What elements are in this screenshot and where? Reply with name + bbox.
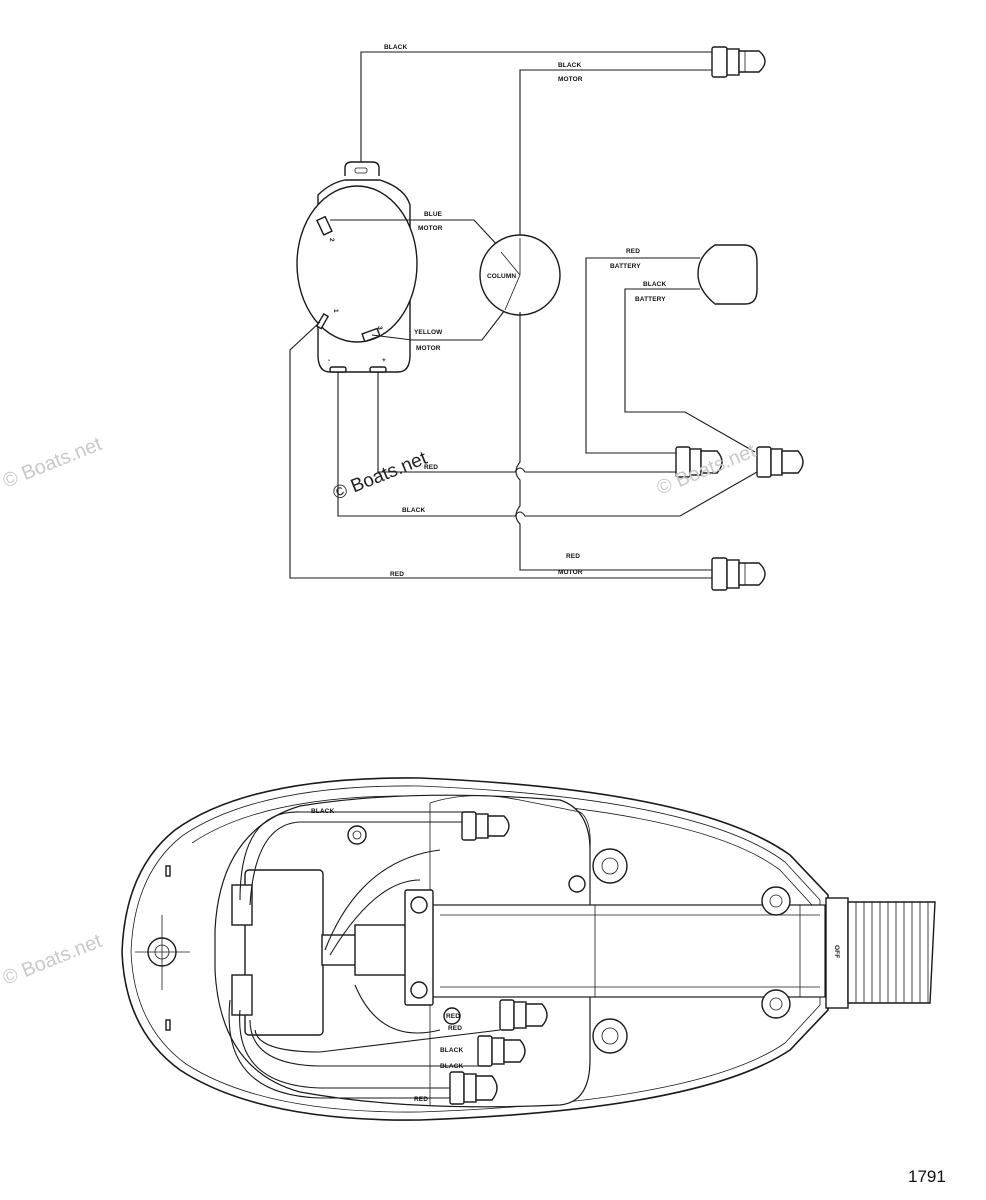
direction-switch: 2 1 3 - + [296,161,418,373]
assembly-connector-3 [449,1071,498,1105]
terminal-plus-label: + [382,357,386,364]
mount-boss-bottom [592,1018,628,1054]
watermark-left-bottom: © Boats.net [0,930,105,990]
terminal-1-label: 1 [332,309,339,313]
terminal-2-label: 2 [328,238,335,242]
motor-red-label: RED [566,553,580,560]
black-motor-wire-sub: MOTOR [558,76,583,83]
bottom-red-label: RED [390,571,404,578]
blue-wire-label: BLUE [424,211,443,218]
yellow-wire-sub: MOTOR [416,345,441,352]
black-wire-label: BLACK [384,44,407,51]
mount-boss-shaft-top [761,886,791,916]
column-junction: COLUMN [479,234,561,316]
terminal-minus-label: - [328,357,330,364]
off-label: OFF [833,945,840,958]
terminal-strip [404,889,434,1006]
watermark-main: © Boats.net [330,448,431,505]
motor-connector-bottom [711,557,766,591]
blue-wire-sub: MOTOR [418,225,443,232]
mount-boss-center [347,825,367,845]
yellow-wire-label: YELLOW [414,329,443,336]
assembly-switch [231,869,408,1036]
switch-red-label: RED [424,464,438,471]
mount-boss-top [592,848,628,884]
twist-grip [847,901,936,1004]
control-head-assembly: OFF [121,777,936,1121]
battery-connector-right [756,446,804,478]
watermark-left-top: © Boats.net [0,433,105,493]
mount-boss-left [135,915,190,990]
battery-red-sub: BATTERY [610,263,641,270]
motor-connector-top [711,46,766,78]
assembly-connector-1 [499,999,548,1031]
assembly-red-label-2: RED [448,1025,462,1032]
figure-number: 1791 [908,1167,946,1186]
assembly-red-label-bottom: RED [414,1096,428,1103]
watermark-right-top: © Boats.net [654,440,760,500]
battery-connector-left [675,446,723,478]
assembly-red-label-1: RED [446,1013,460,1020]
battery-black-sub: BATTERY [635,296,666,303]
switch-black-label: BLACK [402,507,425,514]
terminal-3-label: 3 [376,326,383,330]
mount-boss-shaft-bottom [761,989,791,1019]
assembly-connector-2 [477,1035,526,1067]
column-label: COLUMN [487,273,516,280]
assembly-black-label-top: BLACK [311,808,334,815]
assembly-connector-top [461,811,510,841]
battery [697,244,758,305]
schematic-diagram: BLACK BLACK MOTOR 2 1 3 - [289,44,804,591]
battery-red-label: RED [626,248,640,255]
motor-red-sub: MOTOR [558,569,583,576]
battery-black-label: BLACK [643,281,666,288]
assembly-black-label-3: BLACK [440,1063,463,1070]
black-motor-wire-label: BLACK [558,62,581,69]
assembly-black-label-2: BLACK [440,1047,463,1054]
